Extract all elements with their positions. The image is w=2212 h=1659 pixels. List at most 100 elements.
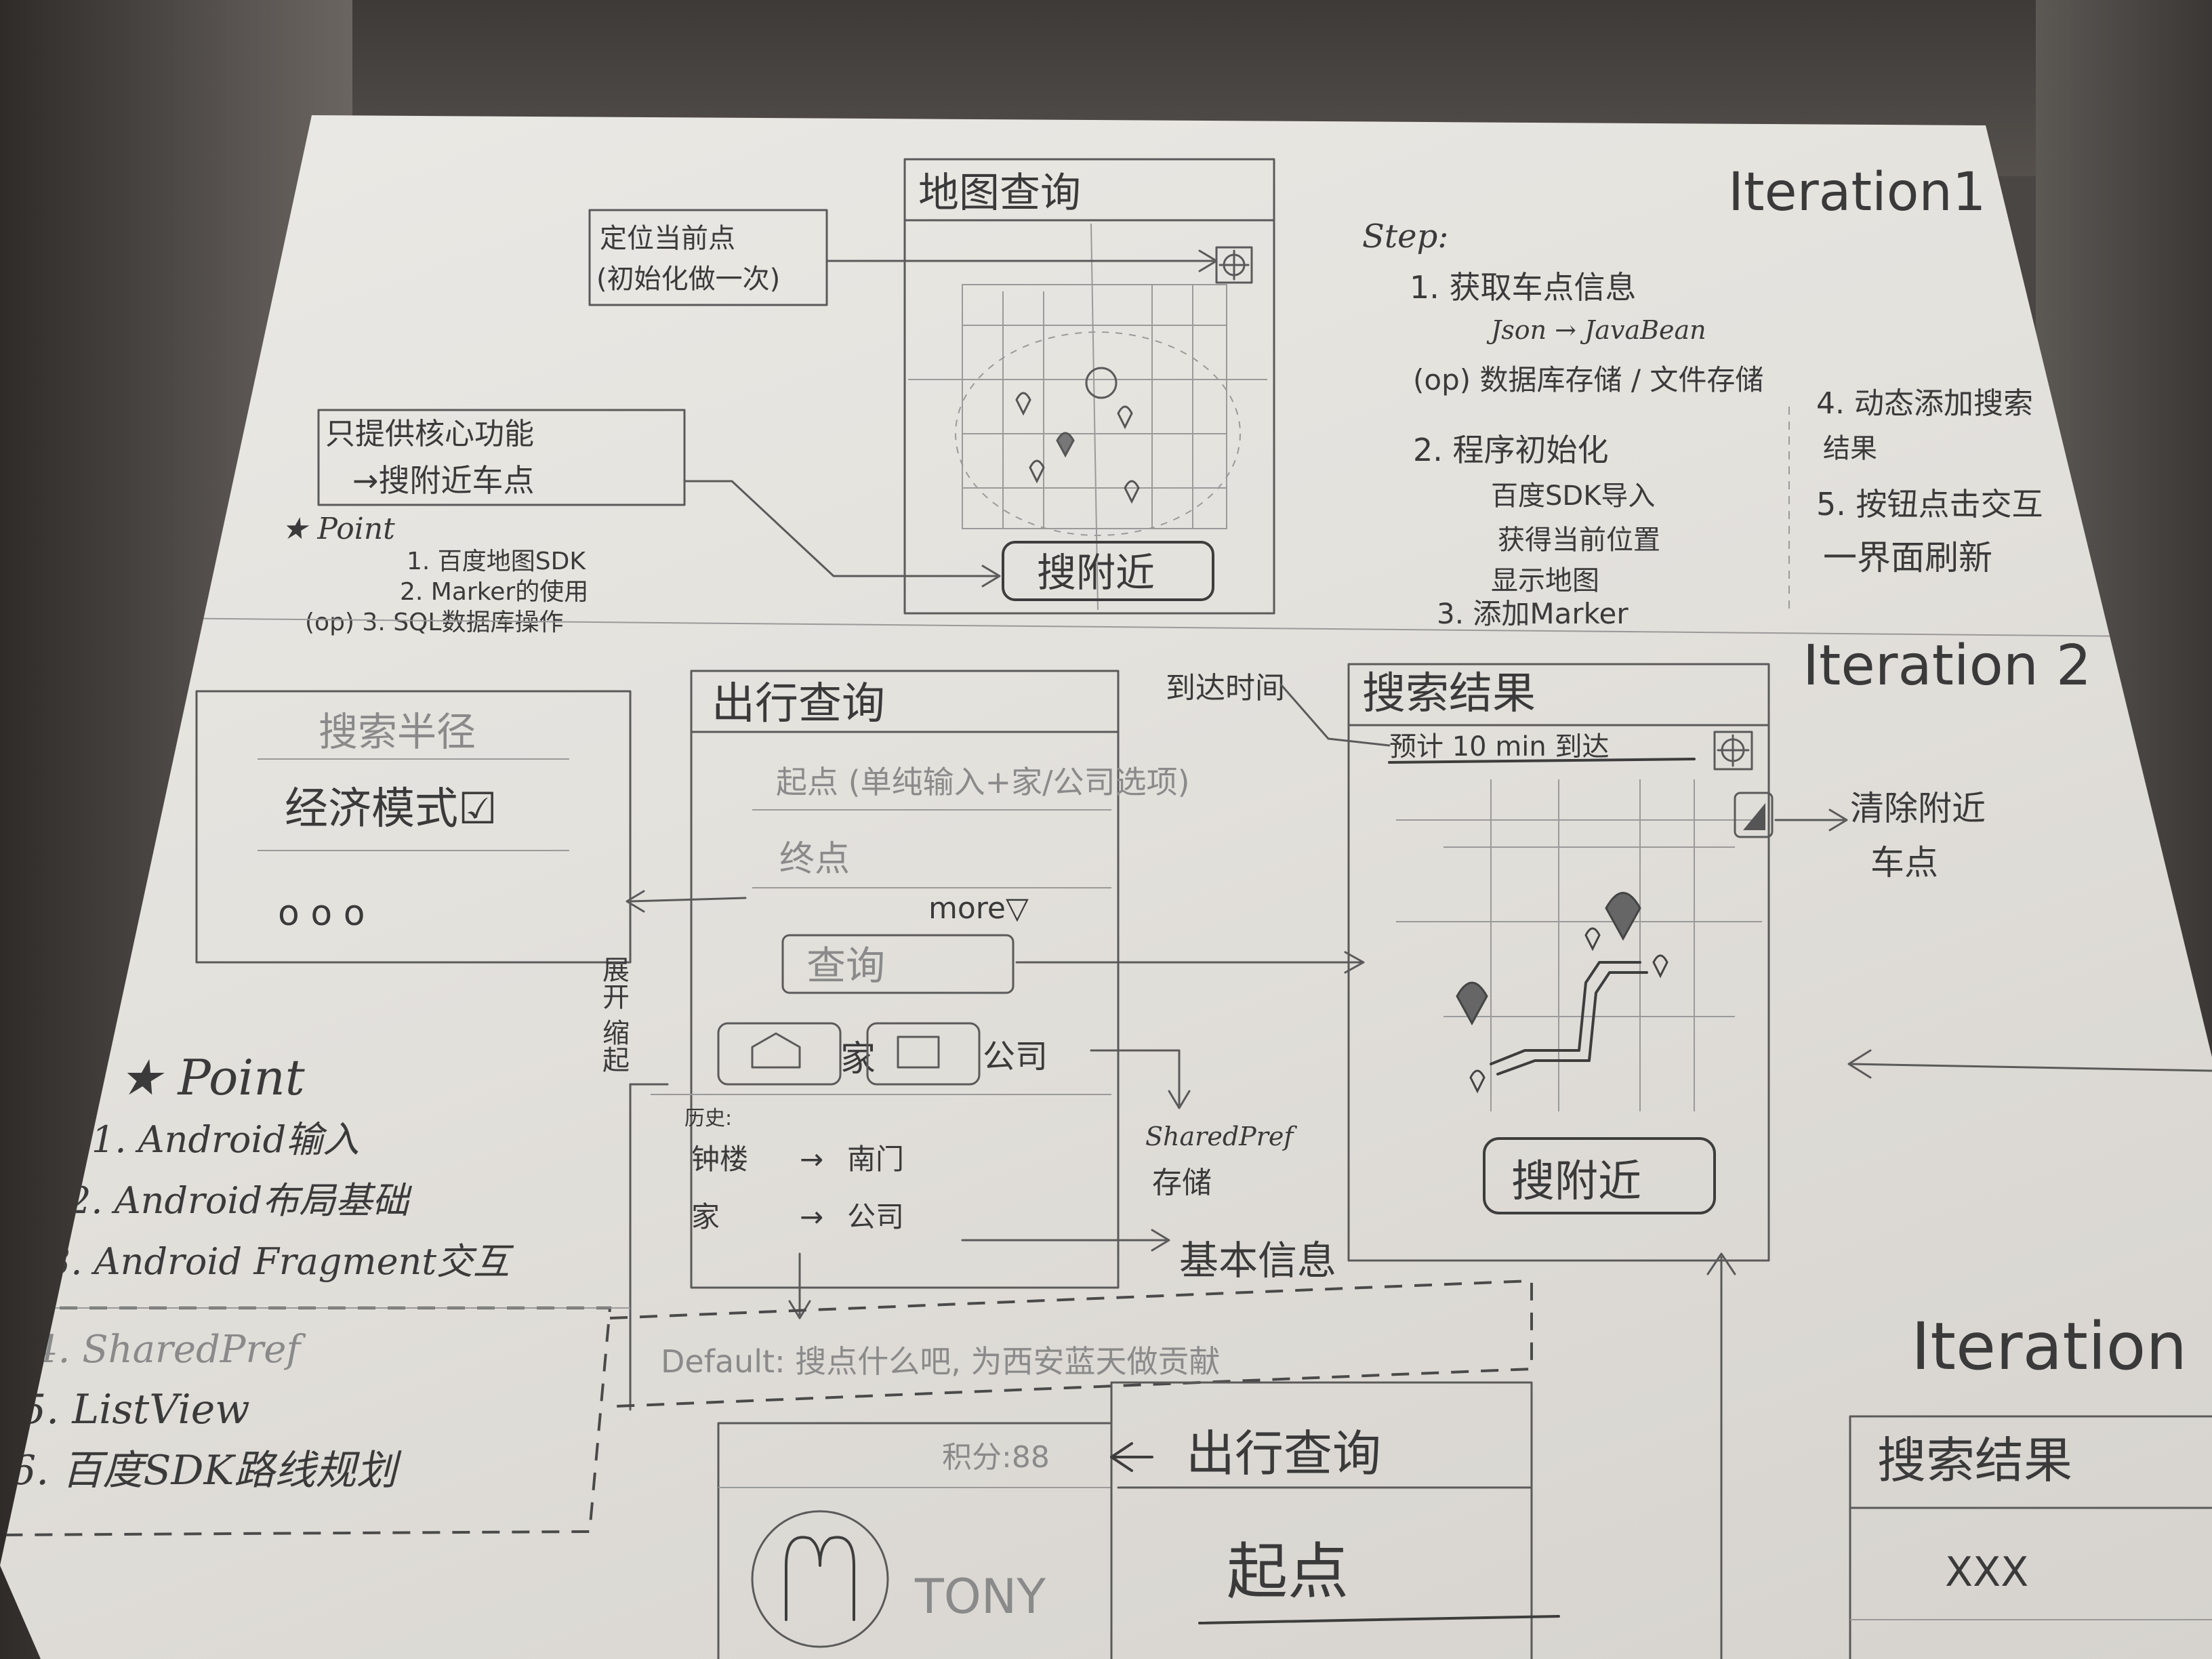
result-search-nearby-label: 搜附近 bbox=[1511, 1157, 1641, 1207]
history-row-2-to[interactable]: 公司 bbox=[847, 1200, 904, 1233]
arrival-arrow bbox=[1279, 683, 1391, 747]
point1-item-2: 2. Marker的使用 bbox=[400, 578, 588, 606]
trip-query-title: 出行查询 bbox=[712, 679, 885, 729]
steps-right-list: 4. 动态添加搜索 结果 5. 按钮点击交互 一界面刷新 bbox=[1816, 386, 2043, 577]
step-2-location: 获得当前位置 bbox=[1498, 525, 1660, 556]
company-icon bbox=[897, 1036, 940, 1069]
home-button[interactable] bbox=[717, 1022, 842, 1086]
step-5: 5. 按钮点击交互 bbox=[1816, 486, 2043, 523]
point2-item-2: 2. Android布局基础 bbox=[67, 1179, 412, 1222]
core-note-line2: →搜附近车点 bbox=[352, 462, 535, 499]
map-query-screen: 地图查询 搜附近 bbox=[903, 158, 1275, 615]
core-note-line1: 只提供核心功能 bbox=[325, 417, 534, 451]
history-row-1-to[interactable]: 南门 bbox=[847, 1143, 904, 1176]
step-1-op: (op) 数据库存储 / 文件存储 bbox=[1413, 363, 1763, 396]
clear-note-line2: 车点 bbox=[1870, 843, 1938, 882]
search-radius-title: 搜索半径 bbox=[319, 709, 476, 755]
point1-item-1: 1. 百度地图SDK bbox=[407, 548, 586, 575]
step-5-refresh: 一界面刷新 bbox=[1823, 538, 1992, 577]
step-2: 2. 程序初始化 bbox=[1413, 432, 1609, 468]
current-location-marker bbox=[1085, 367, 1118, 399]
economy-mode-toggle[interactable]: 经济模式☑ bbox=[285, 784, 497, 834]
more-options-ellipsis: o o o bbox=[278, 893, 365, 934]
avatar-aries-icon bbox=[751, 1510, 889, 1648]
default-note-box bbox=[609, 1279, 1533, 1408]
iteration3-label: Iteration bbox=[1911, 1309, 2187, 1385]
point2-item-3: 3. Android Fragment交互 bbox=[47, 1240, 514, 1283]
search-radius-circle bbox=[955, 331, 1241, 536]
step-1-json: Json → JavaBean bbox=[1486, 315, 1706, 345]
point2-item-4: 4. SharedPref bbox=[33, 1328, 306, 1372]
history-label: 历史: bbox=[684, 1107, 732, 1130]
locate-note-line1: 定位当前点 bbox=[600, 223, 735, 254]
step-2-map: 显示地图 bbox=[1491, 565, 1599, 596]
iteration2-label: Iteration 2 bbox=[1803, 634, 2091, 698]
search-result-screen: 搜索结果 预计 10 min 到达 搜附近 bbox=[1347, 663, 1774, 1262]
steps-list: Step: 1. 获取车点信息 Json → JavaBean (op) 数据库… bbox=[1362, 218, 1763, 630]
history-row-2-from[interactable]: 家 bbox=[691, 1200, 720, 1233]
search-radius-panel: 搜索半径 经济模式☑ o o o bbox=[195, 690, 632, 964]
history-row-1-from[interactable]: 钟楼 bbox=[691, 1143, 748, 1176]
steps-header: Step: bbox=[1362, 218, 1448, 255]
start-input[interactable]: 起点 (单纯输入+家/公司选项) bbox=[776, 764, 1190, 800]
trip-query-screen: 出行查询 起点 (单纯输入+家/公司选项) 终点 more▽ 查询 家 公司 历… bbox=[651, 670, 1190, 1289]
company-button[interactable] bbox=[866, 1022, 981, 1086]
result-search-nearby-button[interactable] bbox=[1483, 1137, 1716, 1214]
locate-note-line2: (初始化做一次) bbox=[596, 264, 780, 295]
history-arrow-1: → bbox=[800, 1143, 823, 1176]
point-label-2: ★ Point bbox=[119, 1049, 306, 1106]
core-arrow bbox=[683, 480, 998, 577]
clear-icon[interactable] bbox=[1734, 792, 1774, 838]
step-4-result: 结果 bbox=[1823, 433, 1877, 464]
expand-arrow bbox=[629, 897, 747, 903]
iteration3-result-title: 搜索结果 bbox=[1877, 1432, 2072, 1489]
locate-note-box bbox=[588, 209, 828, 306]
iteration3-trip-title: 出行查询 bbox=[1186, 1425, 1381, 1482]
query-button[interactable] bbox=[781, 934, 1015, 994]
score-label: 积分:88 bbox=[942, 1440, 1050, 1475]
iteration3-start: 起点 bbox=[1227, 1536, 1349, 1607]
step-2-sdk: 百度SDK导入 bbox=[1491, 480, 1655, 512]
sharedpref-note-line2: 存储 bbox=[1152, 1166, 1212, 1200]
basic-info-note: 基本信息 bbox=[1179, 1237, 1336, 1284]
point2-item-5: 5. ListView bbox=[20, 1386, 250, 1433]
step-1: 1. 获取车点信息 bbox=[1410, 269, 1637, 306]
return-arrow bbox=[1849, 1063, 2212, 1072]
home-label: 家 bbox=[840, 1039, 876, 1080]
point1-item-3: (op) 3. SQL数据库操作 bbox=[305, 609, 563, 636]
end-input[interactable]: 终点 bbox=[779, 839, 850, 880]
point-label-1: ★ Point bbox=[281, 512, 395, 546]
more-toggle[interactable]: more▽ bbox=[928, 891, 1029, 926]
search-result-title: 搜索结果 bbox=[1362, 669, 1536, 719]
arrival-time-note: 到达时间 bbox=[1166, 671, 1285, 705]
home-icon bbox=[751, 1032, 801, 1069]
expand-collapse-note: 展开 缩起 bbox=[598, 956, 629, 1073]
iteration3-result-screen: 搜索结果 XXX bbox=[1849, 1415, 2212, 1659]
history-arrow-2: → bbox=[800, 1200, 823, 1233]
sharedpref-note-line1: SharedPref bbox=[1145, 1122, 1297, 1151]
point2-item-6: 6. 百度SDK路线规划 bbox=[10, 1447, 402, 1494]
core-note-box bbox=[317, 409, 686, 506]
iteration3-profile-screen: 积分:88 TONY bbox=[717, 1422, 1113, 1659]
query-button-label: 查询 bbox=[806, 943, 885, 989]
search-nearby-button[interactable] bbox=[1002, 541, 1214, 601]
iteration1-label: Iteration1 bbox=[1728, 162, 1986, 223]
map-markers bbox=[1015, 392, 1140, 504]
step-3: 3. 添加Marker bbox=[1437, 597, 1629, 630]
point2-item-1: 1. Android输入 bbox=[91, 1118, 359, 1161]
username: TONY bbox=[914, 1569, 1046, 1624]
point-list-2: ★ Point 1. Android输入 2. Android布局基础 3. A… bbox=[10, 1049, 514, 1494]
step-4: 4. 动态添加搜索 bbox=[1816, 386, 2033, 421]
iteration3-trip-screen: 出行查询 起点 bbox=[1110, 1381, 1560, 1659]
default-note: Default: 搜点什么吧, 为西安蓝天做贡献 bbox=[661, 1343, 1220, 1380]
result-locate-icon[interactable] bbox=[1713, 731, 1753, 771]
company-label: 公司 bbox=[983, 1038, 1048, 1076]
search-nearby-label: 搜附近 bbox=[1037, 550, 1155, 596]
result-markers bbox=[1456, 892, 1668, 1094]
route-line bbox=[1490, 961, 1641, 1065]
iteration3-result-item: XXX bbox=[1945, 1549, 2028, 1596]
result-map-streets bbox=[1396, 779, 1762, 1111]
locate-icon[interactable] bbox=[1215, 246, 1253, 284]
